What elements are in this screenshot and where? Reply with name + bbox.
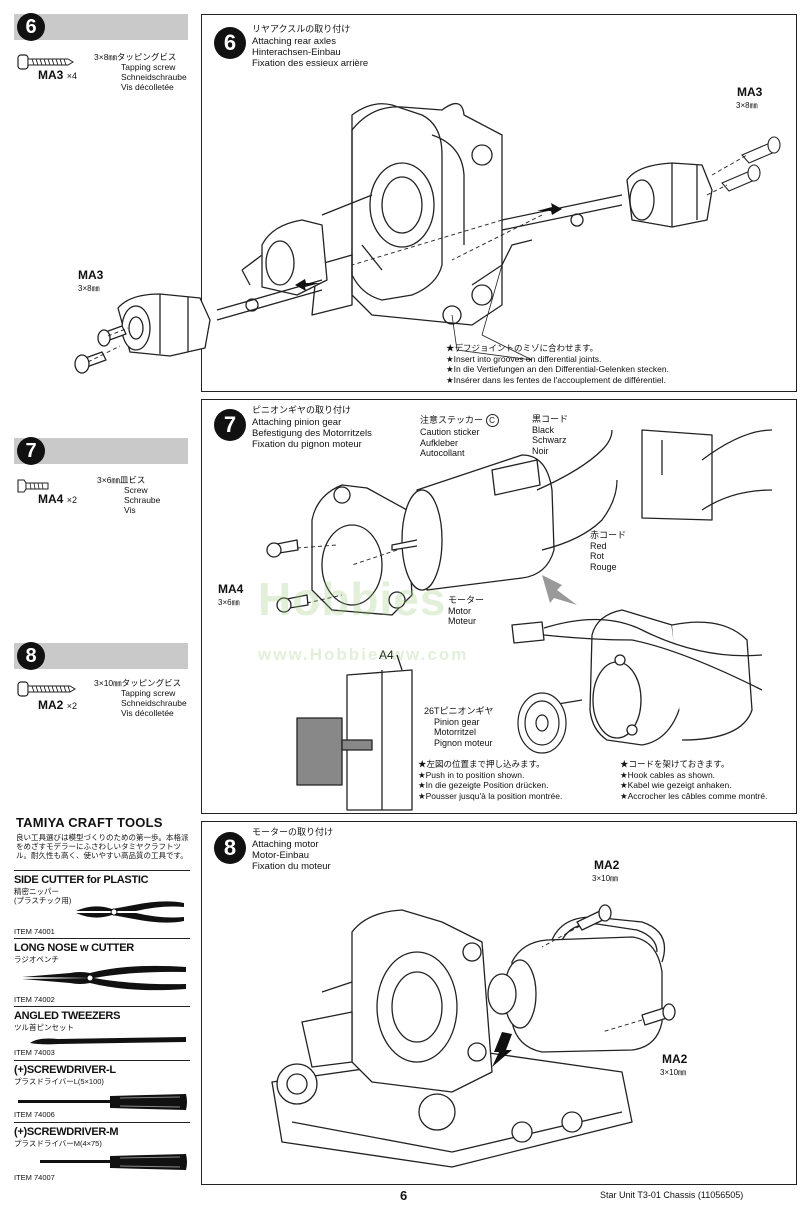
panel8-ma2-top-size: 3×10㎜ <box>592 874 619 883</box>
step7-panel: 7 ピニオンギヤの取り付け Attaching pinion gear Befe… <box>201 399 797 814</box>
panel6-title: リヤアクスルの取り付け Attaching rear axles Hintera… <box>252 25 369 69</box>
pinion-gear-diagram <box>266 429 773 811</box>
a4-part-label: A4 <box>379 648 394 662</box>
footer-model-name: Star Unit T3-01 Chassis (11056505) <box>600 1190 744 1200</box>
screwdriver-icon <box>40 1154 187 1170</box>
tool-name: SIDE CUTTER for PLASTIC <box>14 874 149 886</box>
caution-sticker-label: 注意ステッカー C Caution sticker Aufkleber Auto… <box>420 414 499 459</box>
page-number: 6 <box>400 1188 408 1203</box>
step6-part-code: MA3 ×4 <box>38 68 77 82</box>
side-cutter-icon <box>76 901 184 923</box>
tool-name: (+)SCREWDRIVER-L <box>14 1064 116 1076</box>
panel7-ma4-size: 3×6㎜ <box>218 598 240 607</box>
tool-item-number: ITEM 74001 <box>14 927 55 936</box>
step6-number-badge: 6 <box>17 13 45 41</box>
step7-number-badge: 7 <box>17 437 45 465</box>
craft-tools-intro: 良い工具選びは模型づくりのための第一歩。本格派 をめざすモデラーにふさわしいタミ… <box>16 833 189 860</box>
panel6-number-badge: 6 <box>214 27 246 59</box>
tweezers-icon <box>30 1037 186 1045</box>
long-nose-pliers-icon <box>22 965 186 991</box>
step8-number-badge: 8 <box>17 642 45 670</box>
step8-part-code: MA2 ×2 <box>38 698 77 712</box>
step6-left-hub-diagram <box>74 293 211 374</box>
step8-screw-desc: 3×10㎜タッピングビス Tapping screw Schneidschrau… <box>94 678 187 718</box>
countersunk-screw-icon <box>17 479 49 493</box>
tool-jp-name: 精密ニッパー <box>14 887 59 896</box>
rear-axle-assembly-diagram <box>216 103 781 361</box>
tool-item-number: ITEM 74003 <box>14 1048 55 1057</box>
panel7-number-badge: 7 <box>214 409 246 441</box>
screwdriver-icon <box>18 1094 187 1110</box>
craft-tools-header: TAMIYA CRAFT TOOLS <box>16 815 163 830</box>
tool-angled-tweezers: ANGLED TWEEZERS ツル首ピンセット ITEM 74003 <box>14 1006 190 1059</box>
panel6-note: ★デフジョイントのミゾに合わせます。 ★Insert into grooves … <box>446 343 669 385</box>
tool-jp-name: ツル首ピンセット <box>14 1023 74 1032</box>
step7-part-code: MA4 ×2 <box>38 492 77 506</box>
panel7-ma4-label: MA4 <box>218 582 244 596</box>
tool-item-number: ITEM 74007 <box>14 1173 55 1182</box>
tool-screwdriver-m: (+)SCREWDRIVER-M プラスドライバーM(4×75) ITEM 74… <box>14 1122 190 1185</box>
step8-panel: 8 モーターの取り付け Attaching motor Motor-Einbau… <box>201 821 797 1185</box>
tool-screwdriver-l: (+)SCREWDRIVER-L プラスドライバーL(5×100) ITEM 7… <box>14 1060 190 1123</box>
pinion-gear-label: 26Tピニオンギヤ Pinion gear Motorritzel Pignon… <box>424 706 494 748</box>
panel6-ma3-right-size: 3×8㎜ <box>736 101 758 110</box>
red-wire-label: 赤コード Red Rot Rouge <box>590 530 627 572</box>
tapping-screw-icon <box>17 54 74 70</box>
tool-jp-name: プラスドライバーL(5×100) <box>14 1077 104 1086</box>
motor-install-diagram <box>271 904 676 1168</box>
step7-screw-desc: 3×6㎜皿ビス Screw Schraube Vis <box>97 475 161 515</box>
panel6-ma3-left-size: 3×8㎜ <box>78 284 100 293</box>
step6-screw-desc: 3×8㎜タッピングビス Tapping screw Schneidschraub… <box>94 52 187 92</box>
tapping-screw-icon <box>17 681 76 697</box>
hook-cables-note: ★コードを架けておきます。 ★Hook cables as shown. ★Ka… <box>620 759 768 801</box>
panel6-ma3-right-label: MA3 <box>737 85 763 99</box>
tool-long-nose: LONG NOSE w CUTTER ラジオペンチ ITEM 74002 <box>14 938 190 1005</box>
panel8-ma2-top-label: MA2 <box>594 858 620 872</box>
tool-name: (+)SCREWDRIVER-M <box>14 1126 119 1138</box>
panel8-number-badge: 8 <box>214 832 246 864</box>
tool-item-number: ITEM 74006 <box>14 1110 55 1119</box>
tool-jp-note: (プラスチック用) <box>14 896 72 905</box>
panel8-title: モーターの取り付け Attaching motor Motor-Einbau F… <box>252 828 334 872</box>
panel8-ma2-bottom-size: 3×10㎜ <box>660 1068 687 1077</box>
tool-name: ANGLED TWEEZERS <box>14 1010 121 1022</box>
tool-side-cutter: SIDE CUTTER for PLASTIC 精密ニッパー (プラスチック用)… <box>14 870 190 937</box>
tool-jp-name: ラジオペンチ <box>14 955 59 964</box>
panel7-title: ピニオンギヤの取り付け Attaching pinion gear Befest… <box>252 406 372 450</box>
panel6-ma3-left-label: MA3 <box>78 268 104 282</box>
motor-label: モーター Motor Moteur <box>448 595 485 626</box>
tool-name: LONG NOSE w CUTTER <box>14 942 134 954</box>
push-in-note: ★左図の位置まで押し込みます。 ★Push in to position sho… <box>418 759 563 801</box>
tool-item-number: ITEM 74002 <box>14 995 55 1004</box>
black-wire-label: 黒コード Black Schwarz Noir <box>532 414 569 456</box>
left-hub-diagram <box>201 15 796 391</box>
step6-panel: 6 リヤアクスルの取り付け Attaching rear axles Hinte… <box>201 14 797 392</box>
tool-jp-name: プラスドライバーM(4×75) <box>14 1139 102 1148</box>
panel8-ma2-bottom-label: MA2 <box>662 1052 688 1066</box>
